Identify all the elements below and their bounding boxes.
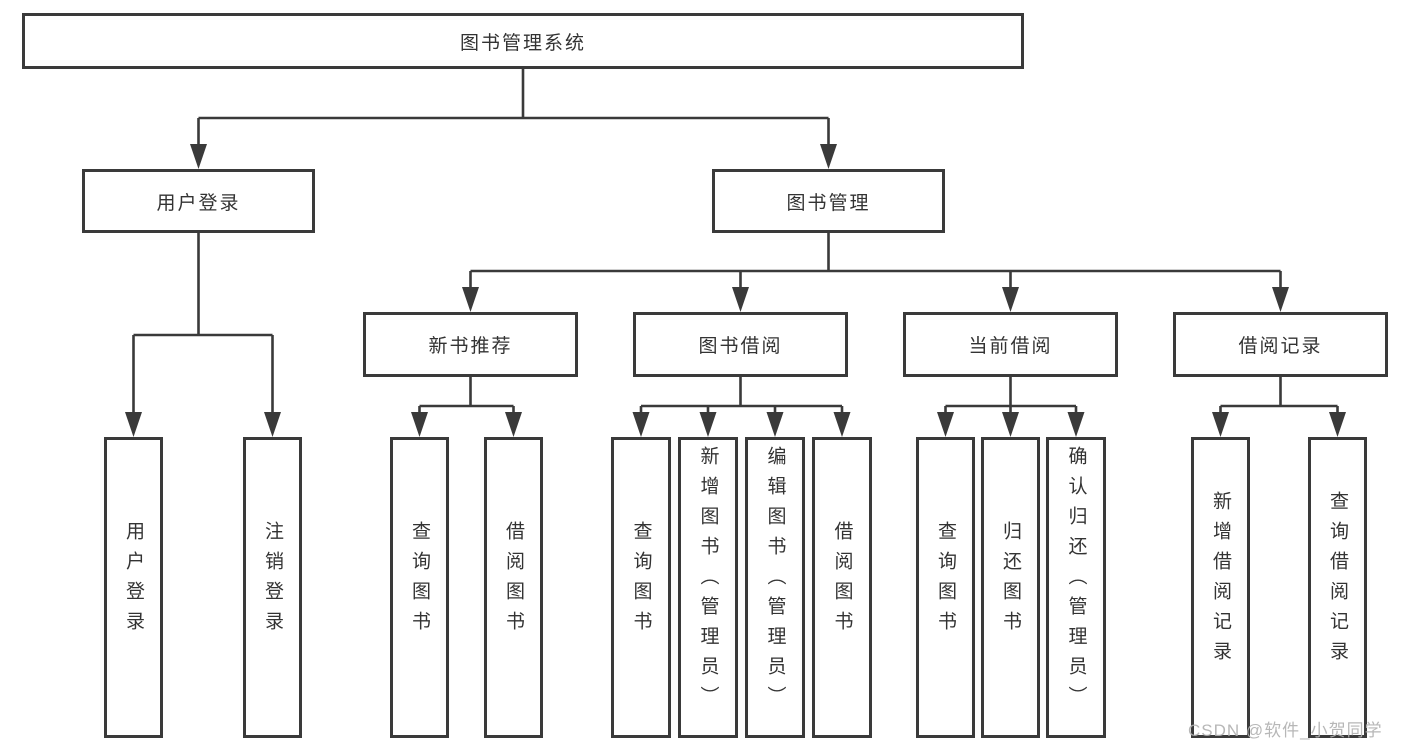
node-root: 图书管理系统 bbox=[22, 13, 1024, 69]
node-leaf-user-login: 用户登录 bbox=[104, 437, 163, 738]
node-label-cb-query-books: 查询图书 bbox=[935, 520, 956, 641]
node-label-nbr-borrow-books: 借阅图书 bbox=[503, 520, 524, 641]
node-label-bb-query-books: 查询图书 bbox=[630, 520, 652, 641]
node-nbr-query-books: 查询图书 bbox=[390, 437, 449, 738]
node-cb-return-books: 归还图书 bbox=[981, 437, 1040, 738]
node-nbr-borrow-books: 借阅图书 bbox=[484, 437, 543, 738]
node-label-leaf-user-login: 用户登录 bbox=[123, 520, 144, 641]
node-label-leaf-logout: 注销登录 bbox=[262, 520, 283, 641]
node-label-bb-borrow-books: 借阅图书 bbox=[831, 520, 853, 641]
node-bb-edit-books: 编辑图书（管理员） bbox=[745, 437, 805, 738]
node-bb-query-books: 查询图书 bbox=[611, 437, 671, 738]
node-cb-query-books: 查询图书 bbox=[916, 437, 975, 738]
node-label-user-login-module: 用户登录 bbox=[156, 192, 241, 214]
node-label-current-borrowing: 当前借阅 bbox=[968, 336, 1053, 357]
node-label-nbr-query-books: 查询图书 bbox=[409, 520, 430, 641]
node-leaf-logout: 注销登录 bbox=[243, 437, 302, 738]
node-current-borrowing: 当前借阅 bbox=[903, 312, 1118, 377]
node-label-root: 图书管理系统 bbox=[459, 32, 586, 54]
node-label-bb-edit-books: 编辑图书（管理员） bbox=[764, 445, 786, 716]
node-book-borrowing: 图书借阅 bbox=[633, 312, 848, 377]
node-br-query-record: 查询借阅记录 bbox=[1308, 437, 1367, 738]
node-bb-borrow-books: 借阅图书 bbox=[812, 437, 872, 738]
node-label-book-borrowing: 图书借阅 bbox=[698, 336, 783, 357]
node-label-new-book-recommend: 新书推荐 bbox=[428, 336, 513, 357]
watermark: CSDN @软件_小贺同学 bbox=[1188, 721, 1383, 740]
node-label-book-management: 图书管理 bbox=[786, 192, 871, 214]
node-label-borrowing-records: 借阅记录 bbox=[1238, 336, 1323, 357]
edge-arrowhead-icon bbox=[125, 144, 1346, 437]
node-new-book-recommend: 新书推荐 bbox=[363, 312, 578, 377]
node-borrowing-records: 借阅记录 bbox=[1173, 312, 1388, 377]
node-label-bb-add-books: 新增图书（管理员） bbox=[697, 445, 719, 716]
node-label-br-query-record: 查询借阅记录 bbox=[1327, 490, 1348, 671]
edge-lines bbox=[132, 69, 1339, 415]
node-cb-confirm-return: 确认归还（管理员） bbox=[1046, 437, 1106, 738]
node-label-cb-confirm-return: 确认归还（管理员） bbox=[1065, 445, 1087, 716]
node-label-br-add-record: 新增借阅记录 bbox=[1210, 490, 1231, 671]
node-br-add-record: 新增借阅记录 bbox=[1191, 437, 1250, 738]
node-label-cb-return-books: 归还图书 bbox=[1000, 520, 1021, 641]
node-bb-add-books: 新增图书（管理员） bbox=[678, 437, 738, 738]
node-book-management: 图书管理 bbox=[712, 169, 945, 233]
node-user-login-module: 用户登录 bbox=[82, 169, 315, 233]
